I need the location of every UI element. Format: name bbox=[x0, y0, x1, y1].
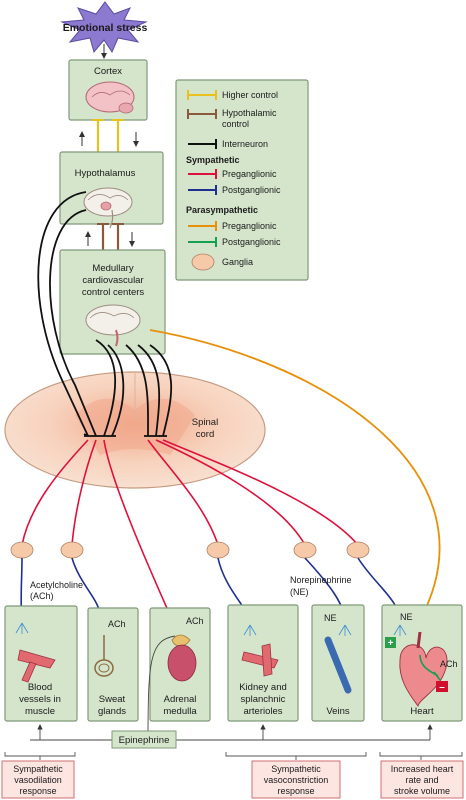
kidney-label-2: splanchnic bbox=[241, 694, 286, 705]
legend: Higher control Hypothalamic control Inte… bbox=[175, 79, 309, 281]
sym-preganglionic-pathways bbox=[21, 439, 359, 616]
emotional-stress-burst: Emotional stress bbox=[60, 1, 148, 54]
legend-parasympathetic-title: Parasympathetic bbox=[186, 205, 258, 215]
kidney-icon bbox=[241, 643, 279, 677]
para-preganglionic-vagus bbox=[149, 329, 441, 655]
ganglion-3 bbox=[206, 541, 230, 559]
hypothalamus-brain-icon bbox=[83, 187, 133, 229]
spinal-cord: Spinal cord bbox=[4, 371, 266, 489]
minus-sign-icon: – bbox=[436, 681, 448, 693]
adrenal-label-1: Adrenal bbox=[164, 694, 197, 705]
blood-vessels-label-3: muscle bbox=[25, 706, 55, 717]
medullary-box: Medullary cardiovascular control centers bbox=[59, 249, 166, 355]
legend-hypothalamic-control: Hypothalamic control bbox=[187, 108, 277, 129]
vasodilation-label-3: response bbox=[19, 786, 56, 796]
veins-label: Veins bbox=[326, 706, 349, 717]
legend-ganglia-label: Ganglia bbox=[222, 257, 253, 267]
effector-sweat-glands: ACh Sweat glands bbox=[87, 607, 139, 722]
sweat-label-1: Sweat bbox=[99, 694, 126, 705]
sweat-gland-icon bbox=[94, 635, 114, 677]
legend-sympathetic-title: Sympathetic bbox=[186, 155, 240, 165]
legend-interneuron-label: Interneuron bbox=[222, 139, 268, 149]
plus-sign-icon: + bbox=[385, 637, 396, 649]
legend-para-post: Postganglionic bbox=[188, 237, 281, 247]
effector-kidney: Kidney and splanchnic arterioles bbox=[227, 604, 299, 722]
legend-sym-post-label: Postganglionic bbox=[222, 185, 281, 195]
hypothalamus-box: Hypothalamus bbox=[59, 151, 164, 229]
response-brackets bbox=[4, 752, 463, 760]
response-vasoconstriction: Sympathetic vasoconstriction response bbox=[251, 760, 341, 799]
ganglion-2 bbox=[60, 541, 84, 559]
epinephrine-label: Epinephrine bbox=[119, 735, 170, 746]
vasodilation-label-1: Sympathetic bbox=[13, 764, 63, 774]
kidney-label-1: Kidney and bbox=[239, 682, 287, 693]
legend-para-post-label: Postganglionic bbox=[222, 237, 281, 247]
medullary-label-1: Medullary bbox=[92, 263, 133, 274]
cortex-label: Cortex bbox=[94, 66, 122, 77]
ganglia bbox=[10, 541, 370, 559]
blood-vessels-label-1: Blood bbox=[28, 682, 52, 693]
svg-text:+: + bbox=[388, 638, 394, 649]
adrenal-gland-icon bbox=[167, 634, 197, 682]
vasoconstriction-label-3: response bbox=[277, 786, 314, 796]
svg-text:–: – bbox=[439, 682, 445, 693]
ach-long-label-2: (ACh) bbox=[30, 591, 54, 601]
cortex-brain-icon bbox=[85, 81, 135, 114]
heart-response-label-3: stroke volume bbox=[394, 786, 450, 796]
medullary-label-3: control centers bbox=[82, 287, 145, 298]
epinephrine-label-box: Epinephrine bbox=[111, 730, 177, 749]
vasodilation-label-2: vasodilation bbox=[14, 775, 62, 785]
blood-vessels-label-2: vessels in bbox=[19, 694, 61, 705]
legend-hypothalamic-label-2: control bbox=[222, 119, 249, 129]
heart-ach-label: ACh bbox=[440, 659, 458, 669]
ne-long-label-1: Norepinephrine bbox=[290, 575, 352, 585]
ganglion-1 bbox=[10, 541, 34, 559]
effector-adrenal-medulla: ACh Adrenal medulla bbox=[149, 607, 211, 722]
adrenal-ach-label: ACh bbox=[186, 616, 204, 626]
medulla-brain-icon bbox=[85, 304, 141, 347]
vein-icon bbox=[324, 636, 352, 694]
vasoconstriction-label-2: vasoconstriction bbox=[264, 775, 329, 785]
legend-sym-pre: Preganglionic bbox=[188, 169, 277, 179]
veins-ne-label: NE bbox=[324, 613, 337, 623]
spinal-cord-label-2: cord bbox=[196, 429, 214, 440]
cortex-box: Cortex bbox=[68, 59, 148, 121]
ganglion-5 bbox=[346, 541, 370, 559]
legend-para-pre-label: Preganglionic bbox=[222, 221, 277, 231]
vasoconstriction-label-1: Sympathetic bbox=[271, 764, 321, 774]
legend-sym-post: Postganglionic bbox=[188, 185, 281, 195]
legend-interneuron: Interneuron bbox=[188, 139, 268, 149]
heart-label: Heart bbox=[410, 706, 434, 717]
adrenal-label-2: medulla bbox=[163, 706, 197, 717]
spinal-cord-label-1: Spinal bbox=[192, 417, 218, 428]
ach-long-label-1: Acetylcholine bbox=[30, 580, 83, 590]
kidney-label-3: arterioles bbox=[243, 706, 282, 717]
effector-blood-vessels: Blood vessels in muscle bbox=[4, 605, 78, 722]
heart-ne-label: NE bbox=[400, 612, 413, 622]
effector-veins: NE Veins bbox=[311, 604, 365, 722]
sweat-label-2: glands bbox=[98, 706, 126, 717]
response-heart: Increased heart rate and stroke volume bbox=[380, 760, 464, 799]
heart-icon bbox=[399, 631, 448, 708]
heart-response-label-1: Increased heart bbox=[391, 764, 454, 774]
sweat-ach-label: ACh bbox=[108, 619, 126, 629]
effector-heart: NE + ACh – Heart bbox=[381, 604, 463, 722]
response-vasodilation: Sympathetic vasodilation response bbox=[1, 760, 75, 799]
legend-ganglia: Ganglia bbox=[191, 253, 253, 271]
epinephrine-pathway bbox=[30, 635, 433, 741]
legend-sym-pre-label: Preganglionic bbox=[222, 169, 277, 179]
medullary-label-2: cardiovascular bbox=[82, 275, 143, 286]
ne-long-label-2: (NE) bbox=[290, 587, 309, 597]
legend-hypothalamic-label-1: Hypothalamic bbox=[222, 108, 277, 118]
emotional-stress-label: Emotional stress bbox=[63, 22, 148, 34]
blood-vessel-icon bbox=[17, 649, 56, 683]
heart-response-label-2: rate and bbox=[405, 775, 438, 785]
legend-para-pre: Preganglionic bbox=[188, 221, 277, 231]
legend-higher-control: Higher control bbox=[187, 90, 278, 100]
interneuron-pathways bbox=[37, 191, 173, 437]
hypothalamus-label: Hypothalamus bbox=[75, 168, 136, 179]
ganglion-4 bbox=[293, 541, 317, 559]
legend-higher-control-label: Higher control bbox=[222, 90, 278, 100]
